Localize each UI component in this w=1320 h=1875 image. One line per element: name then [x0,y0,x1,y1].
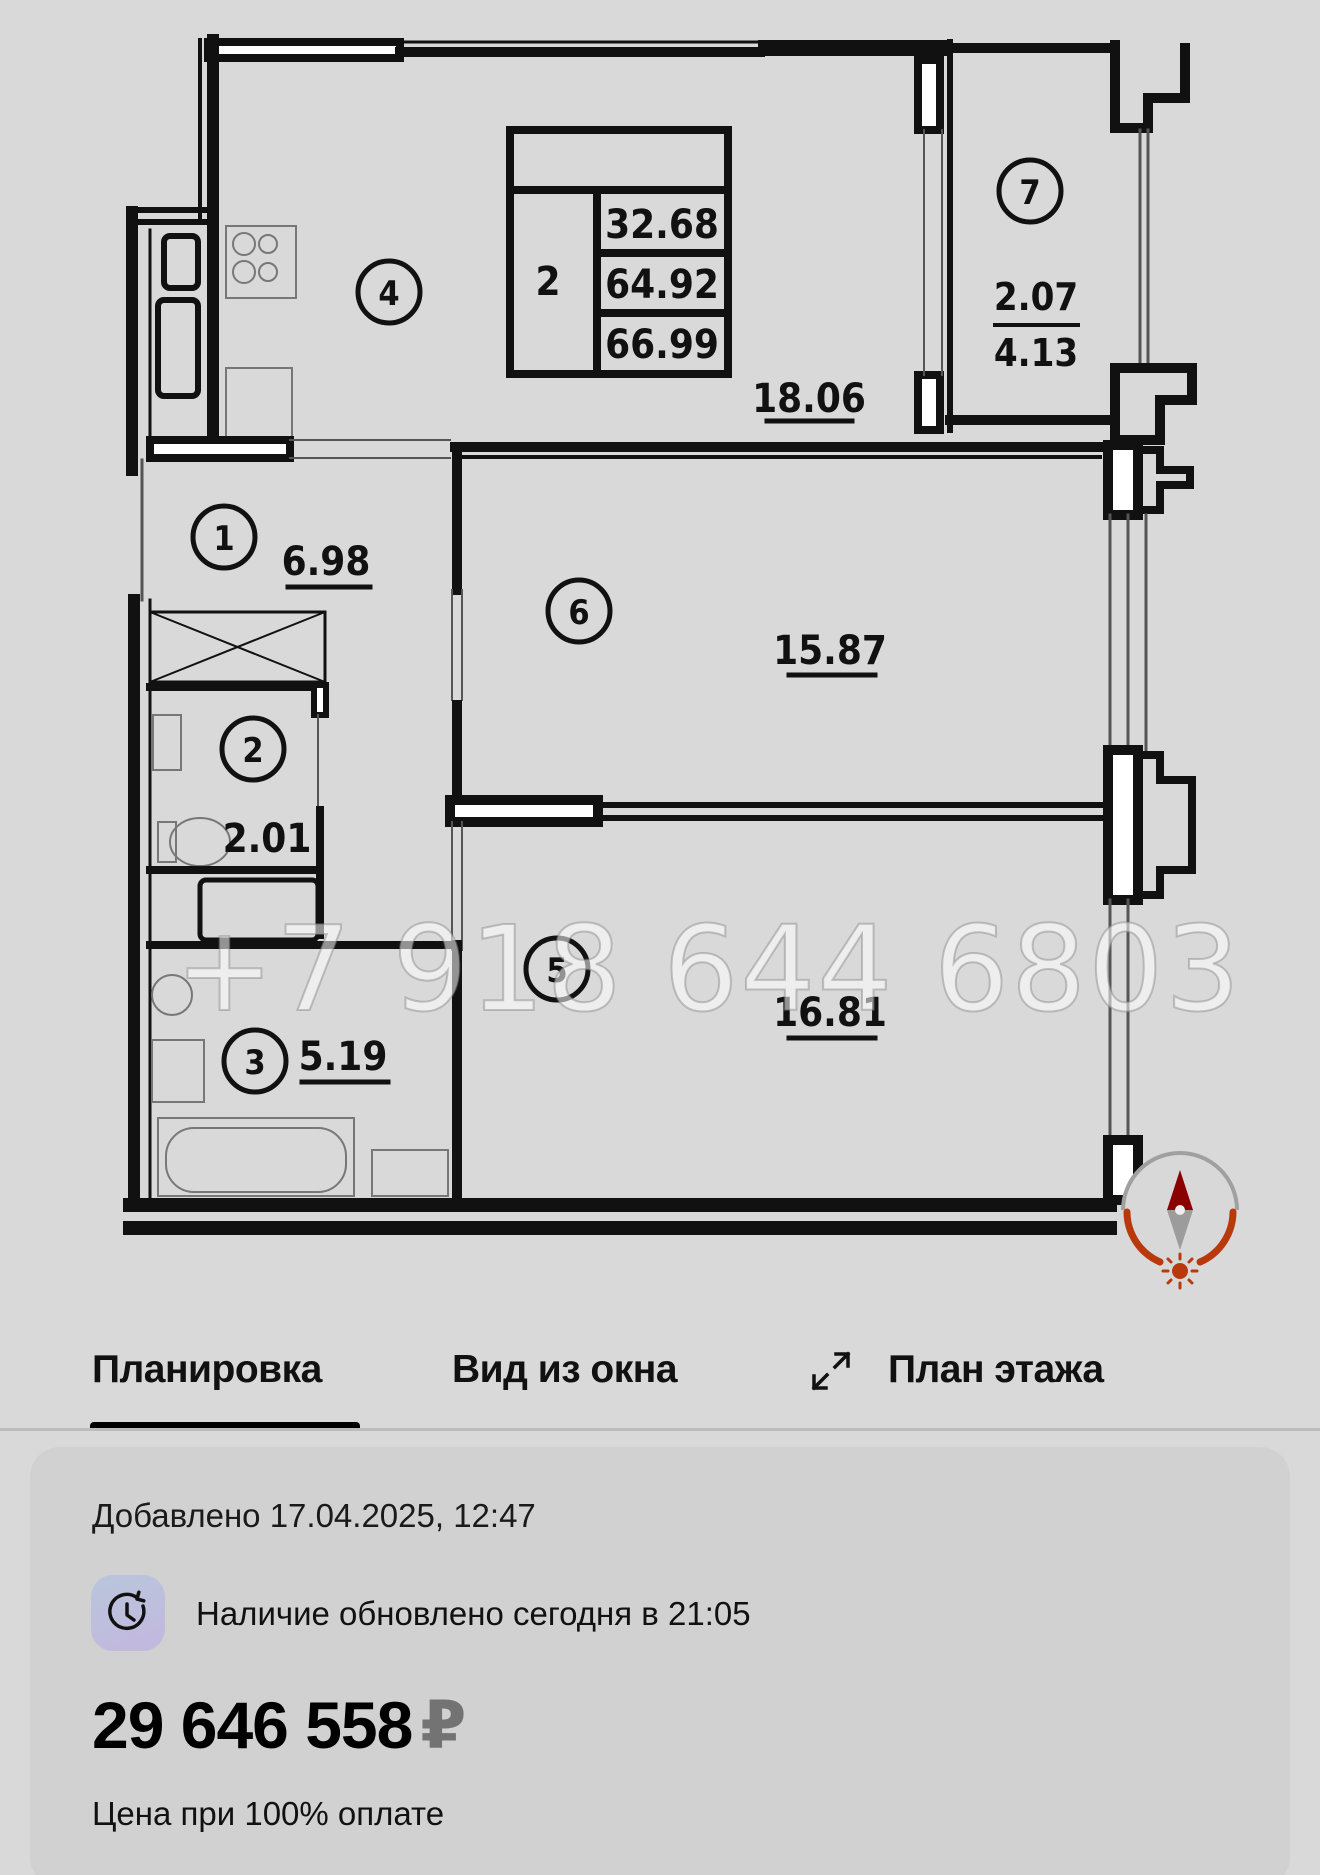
compass-north-sun-icon [1115,1150,1245,1290]
clock-refresh-icon [91,1575,165,1651]
tab-floor-plan[interactable]: План этажа [888,1348,1104,1391]
availability-status: Наличие обновлено сегодня в 21:05 [196,1595,751,1632]
listing-info-card: Добавлено 17.04.2025, 12:47 Наличие обно… [30,1447,1290,1875]
tab-window-view[interactable]: Вид из окна [452,1348,678,1391]
svg-text:1: 1 [213,519,234,559]
floor-plan[interactable]: 2 32.68 64.92 66.99 4 18.06 7 2.07 4.13 … [0,0,1320,1310]
svg-text:5: 5 [546,951,567,991]
svg-text:64.92: 64.92 [605,262,719,308]
svg-text:4: 4 [378,274,399,314]
svg-text:66.99: 66.99 [605,322,719,368]
svg-text:16.81: 16.81 [773,990,887,1036]
svg-text:6: 6 [568,593,589,633]
floor-plan-drawing: 2 32.68 64.92 66.99 4 18.06 7 2.07 4.13 … [123,34,1197,1235]
svg-text:3: 3 [244,1043,265,1083]
svg-text:15.87: 15.87 [773,628,887,674]
currency-symbol: ₽ [420,1688,466,1762]
svg-text:2: 2 [535,259,560,305]
svg-text:2.07: 2.07 [994,275,1078,319]
active-tab-indicator [90,1422,360,1429]
added-date: Добавлено 17.04.2025, 12:47 [92,1497,536,1534]
svg-text:5.19: 5.19 [299,1034,388,1080]
svg-text:7: 7 [1019,173,1040,213]
tabs-divider [0,1428,1320,1431]
svg-text:6.98: 6.98 [282,539,371,585]
tab-layout[interactable]: Планировка [92,1348,322,1391]
price: 29 646 558₽ [92,1687,466,1764]
expand-arrows-icon[interactable] [808,1348,854,1394]
svg-text:32.68: 32.68 [605,202,719,248]
price-note: Цена при 100% оплате [92,1795,445,1832]
svg-text:2.01: 2.01 [223,816,312,862]
svg-text:18.06: 18.06 [752,376,866,422]
svg-text:2: 2 [242,731,263,771]
price-value: 29 646 558 [92,1688,413,1762]
view-tabs: Планировка Вид из окна План этажа [0,1330,1320,1430]
svg-text:4.13: 4.13 [994,331,1078,375]
